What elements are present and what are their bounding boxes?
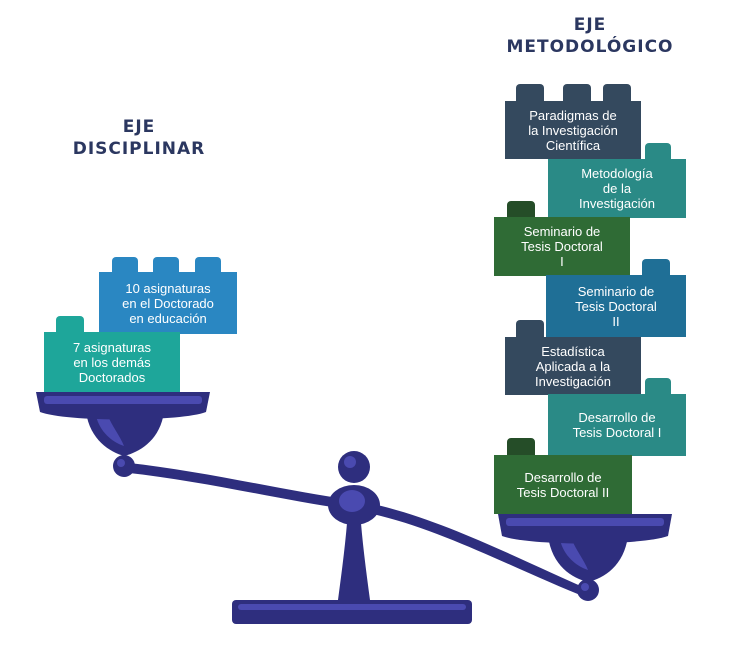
heading-eje-metodologico: EJE METODOLÓGICO: [506, 15, 674, 57]
scale-top-knob: [338, 451, 370, 483]
block-label: 10 asignaturas en el Doctorado en educac…: [122, 280, 214, 326]
block-desarrollo-1: Desarrollo de Tesis Doctoral I: [548, 394, 686, 456]
scale-base: [232, 600, 472, 624]
block-stud: [645, 143, 671, 160]
block-seminario-1: Seminario de Tesis Doctoral I: [494, 217, 630, 276]
block-paradigmas: Paradigmas de la Investigación Científic…: [505, 101, 641, 159]
right-hanger-knob-highlight: [581, 583, 589, 591]
block-seminario-2: Seminario de Tesis Doctoral II: [546, 275, 686, 337]
block-stud: [516, 320, 544, 338]
block-stud: [603, 84, 631, 102]
block-stud: [195, 257, 221, 273]
block-estadistica: Estadística Aplicada a la Investigación: [505, 337, 641, 395]
block-label: Desarrollo de Tesis Doctoral I: [572, 410, 662, 440]
block-stud: [516, 84, 544, 102]
block-metodologia: Metodología de la Investigación: [548, 159, 686, 218]
left-hanger-knob: [113, 455, 135, 477]
right-hanger-knob: [577, 579, 599, 601]
left-hanger-knob-highlight: [117, 459, 125, 467]
block-stud: [112, 257, 138, 273]
block-stud: [153, 257, 179, 273]
block-doctorado-educacion: 10 asignaturas en el Doctorado en educac…: [99, 272, 237, 334]
block-stud: [56, 316, 84, 333]
scale-stand: [338, 510, 370, 600]
block-stud: [642, 259, 670, 276]
block-label: 7 asignaturas en los demás Doctorados: [72, 339, 152, 385]
block-label: Metodología de la Investigación: [579, 166, 655, 211]
right-pan-bowl-highlight: [560, 540, 588, 570]
left-pan-bowl-highlight: [96, 416, 124, 446]
block-label: Seminario de Tesis Doctoral II: [575, 283, 657, 329]
scale-base-highlight: [238, 604, 466, 610]
block-stud: [507, 201, 535, 218]
block-stud: [645, 378, 671, 395]
heading-eje-disciplinar: EJE DISCIPLINAR: [72, 117, 206, 159]
scale-beam: [120, 462, 590, 598]
scale-pivot-highlight: [339, 490, 365, 512]
block-label: Estadística Aplicada a la Investigación: [535, 343, 611, 389]
block-label: Desarrollo de Tesis Doctoral II: [516, 469, 610, 500]
block-desarrollo-2: Desarrollo de Tesis Doctoral II: [494, 455, 632, 514]
block-stud: [563, 84, 591, 102]
block-label: Seminario de Tesis Doctoral I: [521, 224, 603, 269]
left-pan-highlight: [44, 396, 202, 404]
block-stud: [507, 438, 535, 456]
scale-top-knob-highlight: [344, 456, 356, 468]
block-demas-doctorados: 7 asignaturas en los demás Doctorados: [44, 332, 180, 392]
right-pan-highlight: [506, 518, 664, 526]
block-label: Paradigmas de la Investigación Científic…: [528, 107, 618, 153]
